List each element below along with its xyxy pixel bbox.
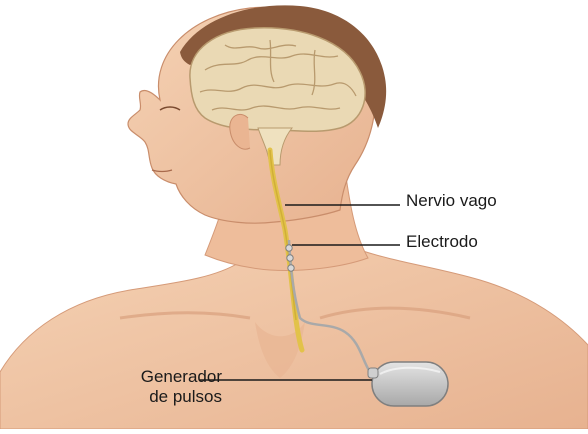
- label-generador-de-pulsos: Generador de pulsos: [92, 367, 222, 407]
- label-nervio-vago: Nervio vago: [406, 191, 497, 211]
- label-generador-line1: Generador: [92, 367, 222, 387]
- label-electrodo: Electrodo: [406, 232, 478, 252]
- pulse-generator: [368, 362, 448, 406]
- label-generador-line2: de pulsos: [92, 387, 222, 407]
